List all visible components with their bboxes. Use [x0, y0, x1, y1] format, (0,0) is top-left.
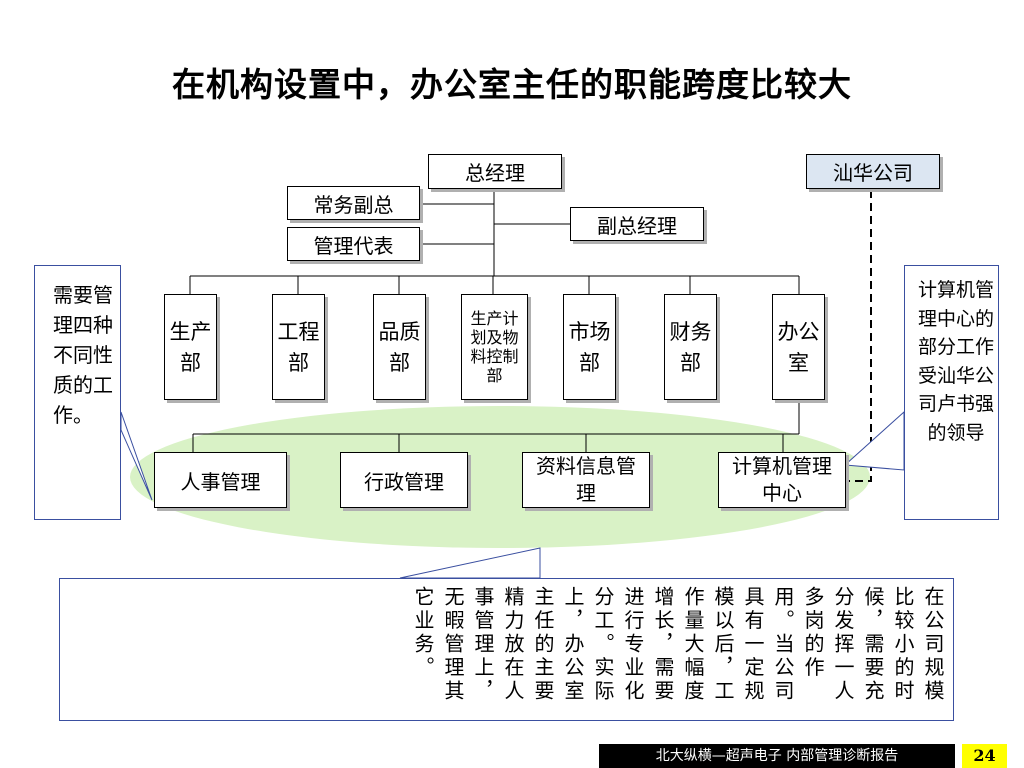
bottom-note-text: 在公司规模比较小的时候，需要充分发挥一人多岗的作用。当公司具有一定规模以后，工作…: [411, 586, 945, 704]
dept-production-planning: 生产计划及物料控制部: [461, 294, 528, 400]
box-general-manager: 总经理: [428, 154, 562, 189]
office-units-highlight: [130, 406, 870, 548]
bottom-note-box: [59, 578, 954, 721]
unit-information: 资料信息管理: [522, 452, 650, 508]
box-vice-gm: 副总经理: [570, 207, 704, 241]
note-right: 计算机管理中心的部分工作受汕华公司卢书强的领导: [904, 265, 999, 520]
bottom-note-pointer: [399, 547, 541, 579]
left-note-pointer: [120, 411, 153, 501]
box-shantou-company: 汕华公司: [806, 154, 940, 189]
dashed-report-line: [848, 190, 872, 482]
dept-production: 生产部: [164, 294, 217, 400]
box-management-rep: 管理代表: [287, 227, 420, 261]
dept-engineering: 工程部: [272, 294, 325, 400]
box-executive-vp: 常务副总: [287, 186, 420, 220]
unit-hr: 人事管理: [154, 452, 287, 508]
unit-admin: 行政管理: [340, 452, 468, 508]
dept-marketing: 市场部: [563, 294, 616, 400]
unit-computer-center: 计算机管理中心: [718, 452, 846, 508]
dept-finance: 财务部: [664, 294, 717, 400]
page-title: 在机构设置中，办公室主任的职能跨度比较大: [172, 65, 852, 104]
note-left: 需要管理四种不同性质的工作。: [34, 265, 121, 520]
page-number: 24: [962, 744, 1007, 768]
dept-office: 办公室: [772, 294, 825, 400]
footer-banner: 北大纵横—超声电子 内部管理诊断报告: [599, 744, 955, 768]
dept-quality: 品质部: [373, 294, 426, 400]
right-note-pointer: [843, 410, 905, 471]
